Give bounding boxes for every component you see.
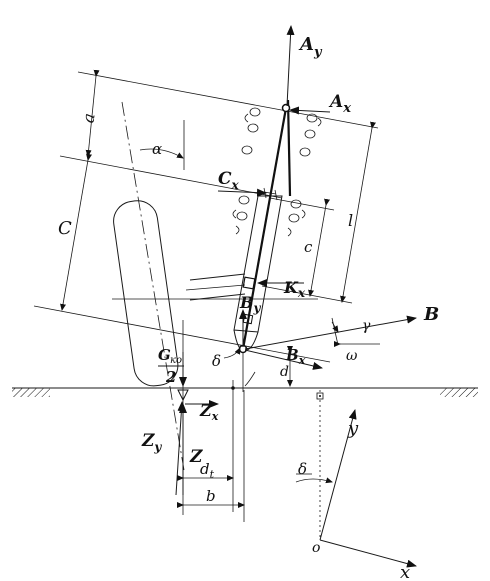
label-kx: Kx bbox=[283, 278, 306, 300]
label-omega: ω bbox=[346, 348, 358, 364]
force-bx-arrow bbox=[244, 349, 323, 370]
contact-dot bbox=[231, 386, 235, 390]
piston-rod bbox=[286, 99, 292, 197]
label-dt: dt bbox=[200, 460, 215, 481]
label-x: x bbox=[400, 562, 410, 581]
label-a: a bbox=[78, 112, 98, 125]
label-b: B bbox=[423, 304, 439, 325]
spindle bbox=[185, 273, 246, 301]
label-cx: Cx bbox=[218, 169, 240, 192]
force-cx-arrow bbox=[217, 188, 267, 197]
label-b-dim: b bbox=[206, 487, 216, 505]
point-a bbox=[281, 103, 291, 113]
label-by: By bbox=[239, 293, 262, 315]
label-l: l bbox=[348, 211, 353, 230]
label-gamma: γ bbox=[362, 318, 371, 334]
kingpin-axis bbox=[241, 107, 288, 350]
label-c-small: c bbox=[304, 238, 313, 256]
label-c-big: C bbox=[58, 218, 72, 239]
svg-text:ко: ко bbox=[170, 355, 182, 366]
svg-text:2: 2 bbox=[165, 368, 176, 386]
label-zx: Zx bbox=[199, 401, 219, 423]
label-delta1: δ bbox=[212, 352, 221, 370]
label-zy: Zy bbox=[141, 431, 162, 454]
dimension-a-c bbox=[60, 69, 100, 311]
wheel-axis bbox=[121, 101, 185, 471]
gamma-omega-ref bbox=[331, 317, 339, 346]
force-b-arrow bbox=[244, 315, 417, 350]
label-ax: Ax bbox=[328, 92, 351, 116]
label-z: Z bbox=[189, 447, 203, 467]
force-ay-arrow bbox=[286, 25, 295, 107]
spring-mid bbox=[232, 195, 306, 237]
force-ax-arrow bbox=[289, 106, 331, 115]
alpha-arc bbox=[139, 148, 184, 159]
coordinate-frame bbox=[295, 390, 417, 568]
contact-marker bbox=[177, 389, 189, 402]
label-ay: Ay bbox=[298, 34, 323, 60]
label-o: o bbox=[312, 540, 320, 556]
svg-text:G: G bbox=[158, 346, 171, 364]
reference-lines bbox=[33, 71, 379, 363]
label-alpha: α bbox=[152, 140, 162, 158]
dimension-l-c bbox=[308, 121, 376, 303]
spring-top bbox=[241, 107, 322, 157]
force-zy-arrow bbox=[175, 401, 186, 496]
label-delta2: δ bbox=[298, 460, 307, 478]
label-d: d bbox=[280, 364, 289, 380]
label-y: y bbox=[347, 418, 359, 439]
ground bbox=[12, 387, 478, 397]
label-gk: G ко 2 bbox=[158, 346, 184, 386]
wheel bbox=[113, 200, 179, 387]
